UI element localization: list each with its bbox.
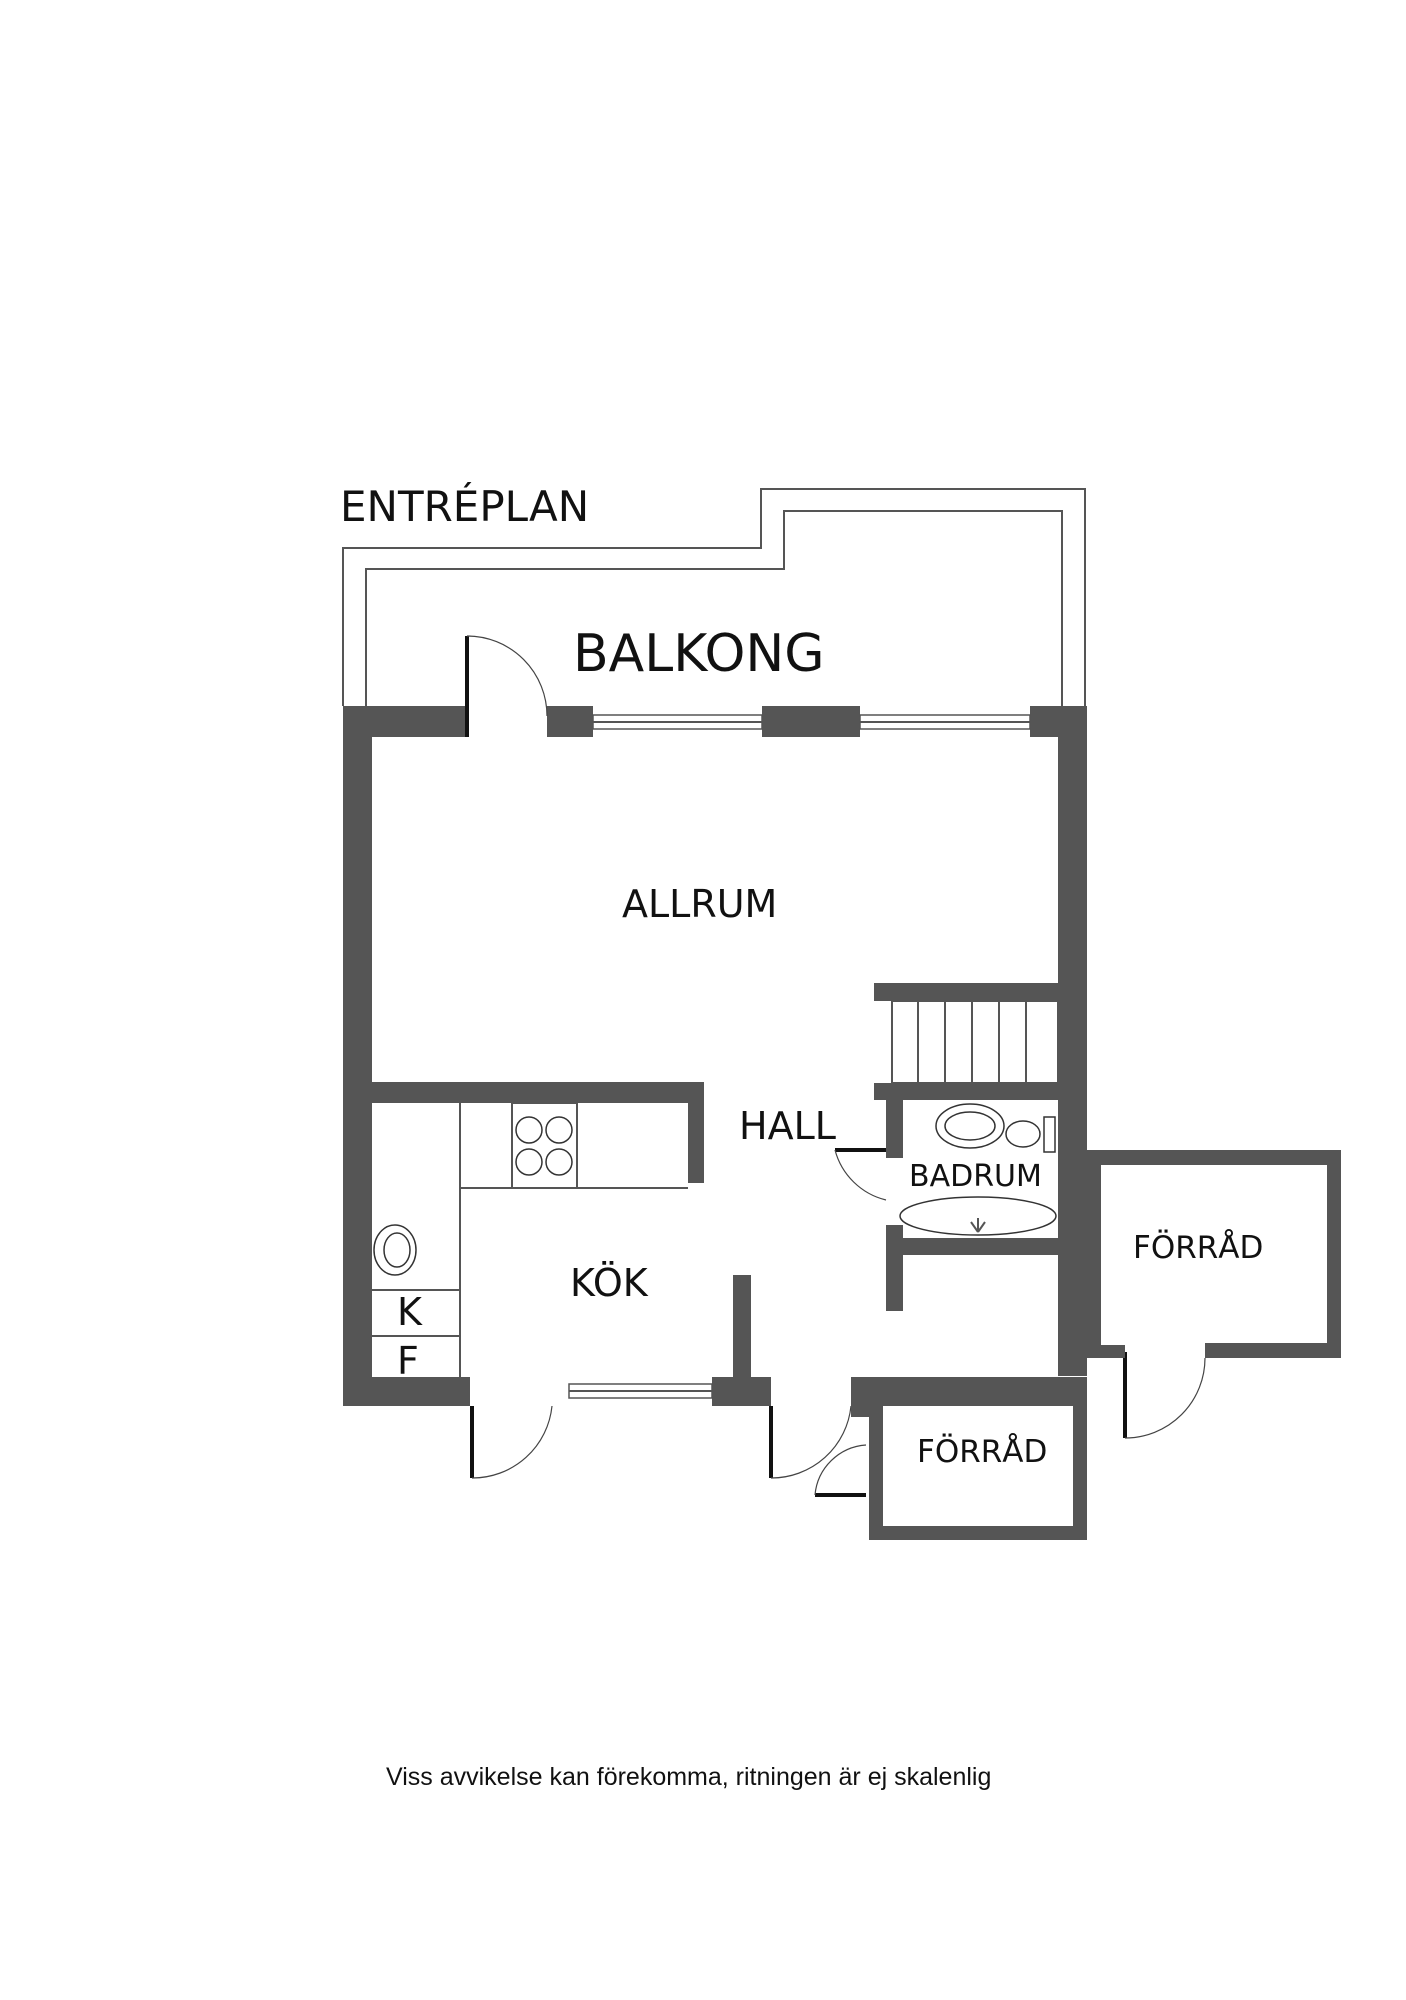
window-balcony-east [859,714,1031,730]
room-label-forrad-east: FÖRRÅD [1133,1229,1263,1266]
door-storage-east [1123,1352,1206,1439]
door-hall-exterior [769,1405,852,1479]
room-label-kok: KÖK [570,1261,649,1305]
balcony-railing [342,488,1086,706]
doors [465,635,1206,1497]
door-bathroom [834,1148,887,1201]
door-storage-south [814,1444,867,1497]
interior-walls [372,983,1058,1380]
disclaimer-text: Viss avvikelse kan förekomma, ritningen … [386,1763,991,1791]
storage-south-outline [851,1377,1087,1540]
kitchen-sink-icon [373,1224,417,1276]
stove-icon [515,1116,573,1176]
room-label-hall: HALL [739,1104,836,1148]
staircase [891,1000,1059,1084]
freezer-label: F [397,1339,419,1383]
fridge-label: K [397,1290,423,1334]
room-label-balkong: BALKONG [573,624,825,684]
plan-title: ENTRÉPLAN [340,481,589,531]
bathroom-sink-icon [935,1103,1005,1149]
room-label-badrum: BADRUM [909,1159,1042,1194]
window-kitchen [568,1383,713,1399]
door-kitchen-exterior [470,1405,553,1479]
windows [568,714,1031,1399]
room-label-allrum: ALLRUM [622,882,777,926]
window-balcony-west [592,714,763,730]
kitchen-counter [372,1102,688,1380]
shower-icon [899,1196,1057,1236]
storage-east-outline [1087,1150,1341,1358]
room-label-forrad-south: FÖRRÅD [917,1433,1047,1470]
exterior-walls [343,706,1087,1406]
toilet-icon [1005,1116,1056,1153]
door-balcony [465,635,548,737]
